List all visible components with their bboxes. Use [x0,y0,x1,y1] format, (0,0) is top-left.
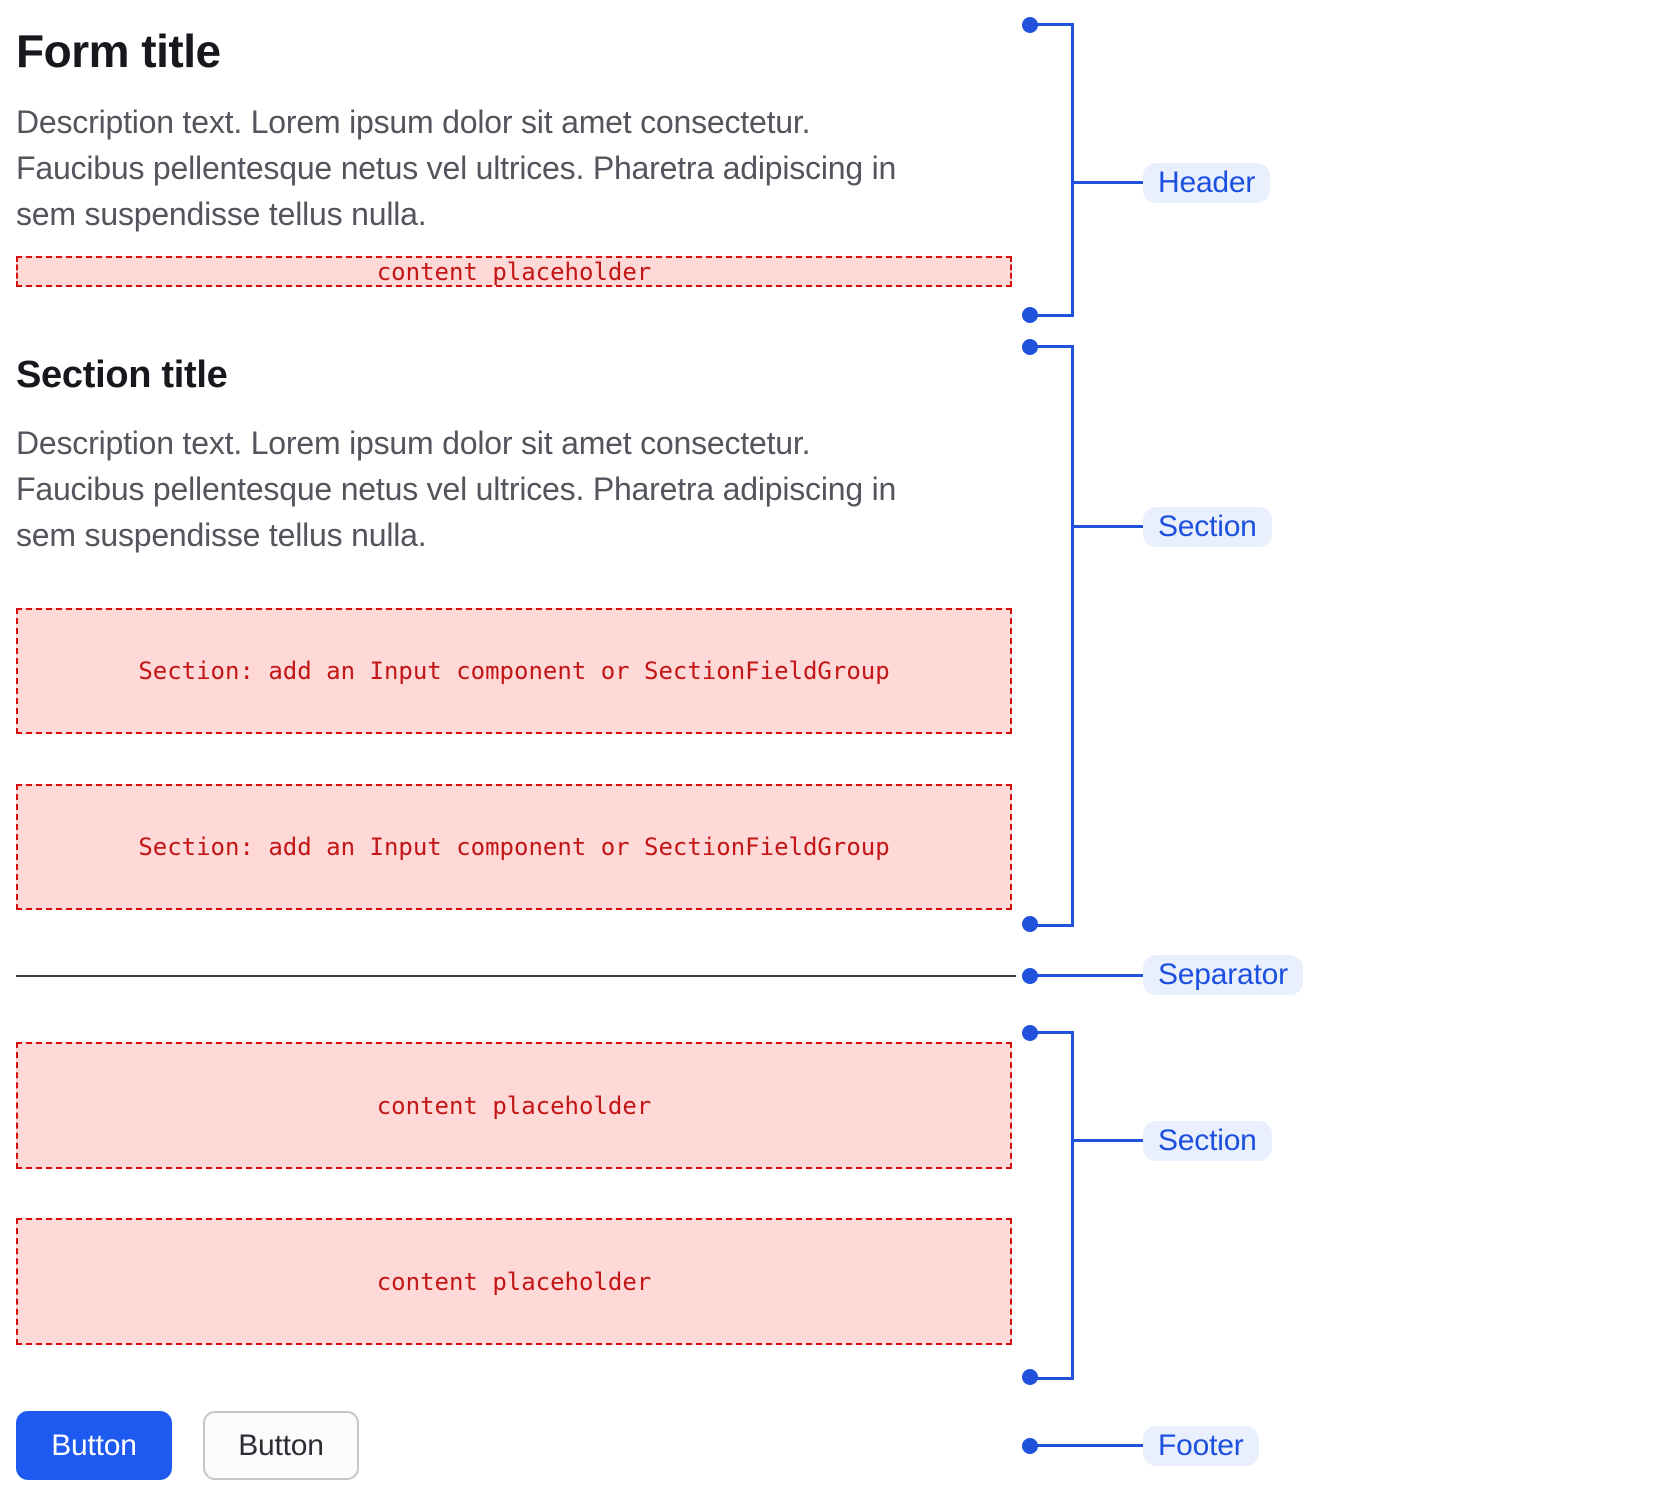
header-content-placeholder: content placeholder [16,256,1012,287]
section1-bracket [1030,345,1074,927]
section-description-line: sem suspendisse tellus nulla. [16,517,427,553]
section-description: Description text. Lorem ipsum dolor sit … [16,420,976,558]
section-title: Section title [16,354,228,396]
form-description-line: sem suspendisse tellus nulla. [16,196,427,232]
section-description-line: Faucibus pellentesque netus vel ultrices… [16,471,897,507]
section2-content-placeholder: content placeholder [16,1042,1012,1169]
header-annotation-label: Header [1143,163,1271,203]
section-input-placeholder: Section: add an Input component or Secti… [16,608,1012,734]
form-description-line: Faucibus pellentesque netus vel ultrices… [16,150,897,186]
secondary-button[interactable]: Button [203,1411,359,1480]
primary-button[interactable]: Button [16,1411,172,1480]
footer-connector-line [1030,1444,1144,1447]
section2-content-placeholder: content placeholder [16,1218,1012,1345]
section-description-line: Description text. Lorem ipsum dolor sit … [16,425,811,461]
separator-line [16,975,1016,977]
form-description-line: Description text. Lorem ipsum dolor sit … [16,104,811,140]
separator-connector-line [1030,974,1144,977]
separator-annotation-label: Separator [1143,955,1303,995]
section2-connector-line [1072,1139,1144,1142]
section1-annotation-label: Section [1143,507,1272,547]
section1-connector-line [1072,525,1144,528]
section2-bracket [1030,1031,1074,1380]
section-input-placeholder: Section: add an Input component or Secti… [16,784,1012,910]
footer-annotation-label: Footer [1143,1426,1259,1466]
form-title: Form title [16,25,221,77]
form-description: Description text. Lorem ipsum dolor sit … [16,99,976,237]
header-connector-line [1072,181,1144,184]
header-bracket [1030,23,1074,317]
section2-annotation-label: Section [1143,1121,1272,1161]
